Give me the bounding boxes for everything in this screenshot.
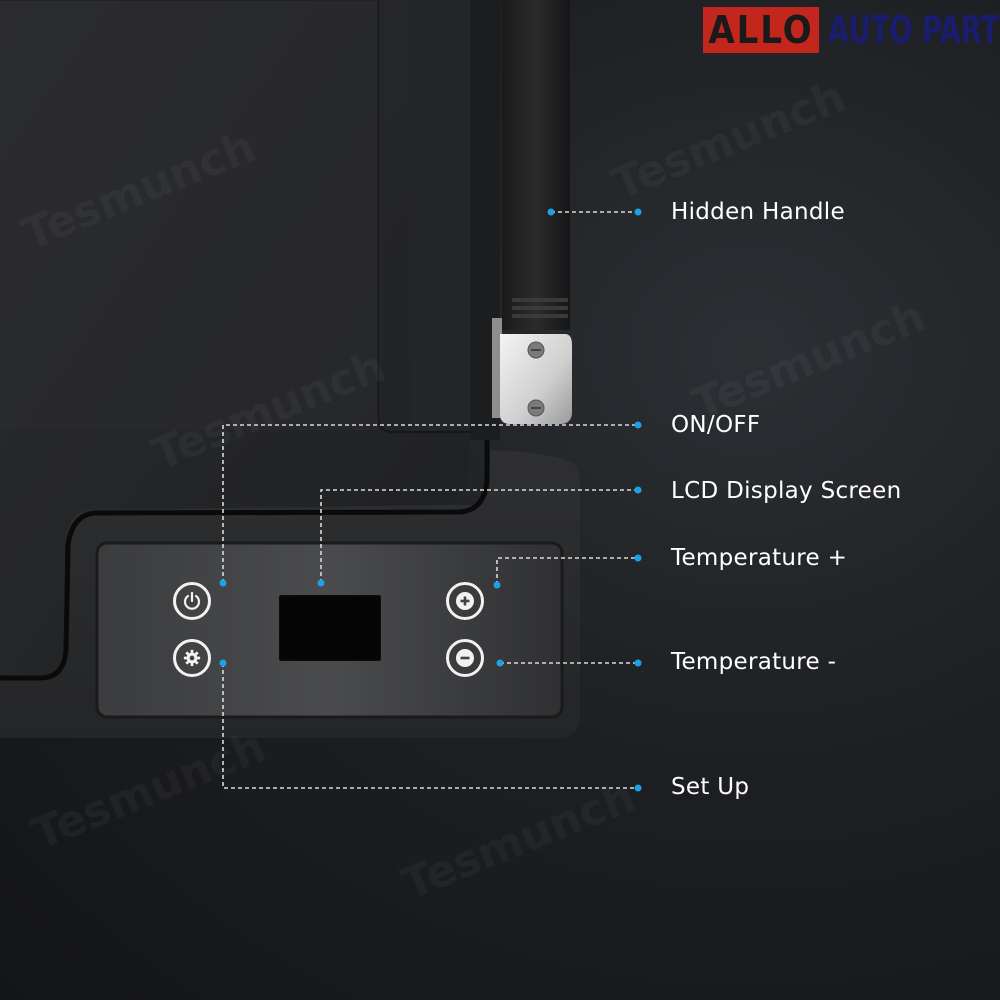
gear-icon [183,649,201,667]
minus-icon [456,649,474,667]
svg-text:Tesmunch: Tesmunch [395,771,642,910]
power-button[interactable] [173,582,211,620]
brand-logo: ALLO AUTO PARTS [703,6,1000,54]
callout-lcd-display: LCD Display Screen [671,478,902,504]
hidden-handle [492,0,572,424]
lcd-display-screen [279,595,381,661]
callout-hidden-handle: Hidden Handle [671,199,845,225]
svg-text:Tesmunch: Tesmunch [605,71,852,210]
temperature-minus-button[interactable] [446,639,484,677]
setup-button[interactable] [173,639,211,677]
plus-icon [456,592,474,610]
callout-temperature-minus: Temperature - [671,649,837,675]
logo-word-auto-parts: AUTO PARTS [827,8,1000,52]
callout-temperature-plus: Temperature + [671,545,848,571]
svg-text:Tesmunch: Tesmunch [685,291,932,430]
logo-word-allo: ALLO [703,7,819,53]
callout-on-off: ON/OFF [671,412,761,438]
svg-text:Tesmunch: Tesmunch [25,721,272,860]
power-icon [183,591,201,610]
temperature-plus-button[interactable] [446,582,484,620]
callout-set-up: Set Up [671,774,750,800]
